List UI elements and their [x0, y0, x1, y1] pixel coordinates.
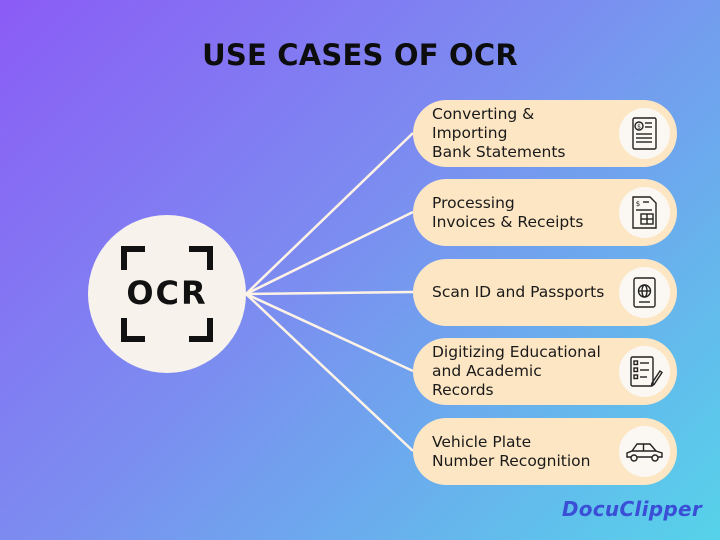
use-case-card: Vehicle Plate Number Recognition: [413, 418, 677, 485]
connector-line: [245, 292, 414, 373]
connector-line: [245, 290, 414, 296]
use-case-card: Scan ID and Passports: [413, 259, 677, 326]
use-case-label: Scan ID and Passports: [432, 283, 605, 301]
connector-line: [245, 132, 414, 295]
use-case-card: Processing Invoices & Receipts $: [413, 179, 677, 246]
connector-line: [245, 293, 414, 452]
use-case-label: Number Recognition: [432, 451, 591, 470]
car-icon: [619, 426, 670, 477]
brand-logo: DocuClipper: [561, 497, 702, 521]
hub-label: OCR: [126, 274, 208, 312]
svg-text:$: $: [637, 124, 641, 131]
ocr-hub: OCR: [88, 215, 246, 373]
scan-frame-icon: [121, 246, 213, 342]
bank-statement-icon: $: [619, 108, 670, 159]
checklist-icon: [619, 346, 670, 397]
svg-text:$: $: [636, 200, 640, 208]
invoice-icon: $: [619, 187, 670, 238]
passport-icon: [619, 267, 670, 318]
use-case-label: and Academic Records: [432, 362, 542, 399]
use-case-label: Converting & Importing: [432, 105, 535, 142]
use-case-label: Vehicle Plate: [432, 432, 532, 451]
use-case-label: Bank Statements: [432, 143, 566, 161]
use-case-label: Invoices & Receipts: [432, 212, 584, 231]
use-case-label: Digitizing Educational: [432, 343, 601, 361]
use-case-card: Converting & Importing Bank Statements $: [413, 100, 677, 167]
use-case-card: Digitizing Educational and Academic Reco…: [413, 338, 677, 405]
use-case-label: Processing: [432, 193, 515, 212]
diagram-title: USE CASES OF OCR: [202, 38, 518, 72]
connector-line: [245, 210, 414, 296]
